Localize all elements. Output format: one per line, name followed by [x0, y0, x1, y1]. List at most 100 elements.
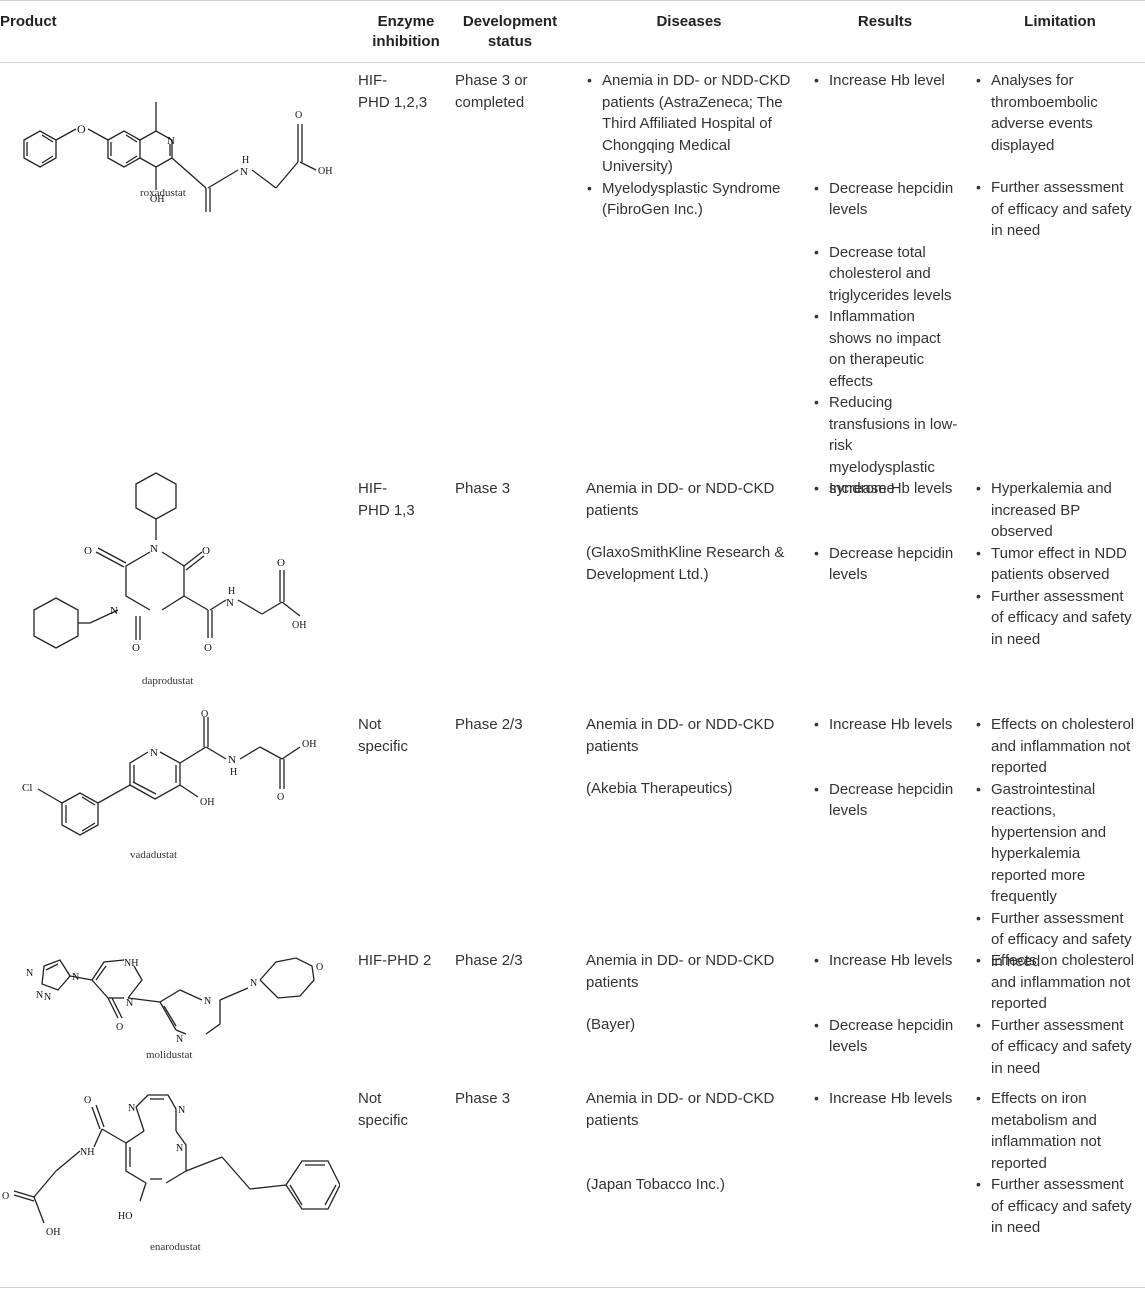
list-item: Increase Hb levels [813, 950, 958, 972]
header-results: Results [857, 13, 913, 30]
atom-label: N [150, 543, 158, 555]
list-item: Further assessment of efficacy and safet… [975, 1015, 1140, 1080]
atom-label: OH [302, 739, 316, 750]
results-list: Increase Hb level Decrease hepcidin leve… [813, 70, 958, 500]
status-line: Phase 3 [455, 480, 511, 497]
atom-label: O [84, 545, 92, 557]
compound-name-daprodustat: daprodustat [142, 675, 194, 687]
diseases-cell: Anemia in DD- or NDD-CKD patients (Bayer… [586, 950, 792, 1036]
limitation-list: Effects on cholesterol and inflammation … [975, 714, 1140, 972]
atom-label: O [77, 122, 86, 136]
atom-label: H [228, 586, 235, 597]
enzyme-cell: Not specific [358, 714, 408, 757]
disease-text: Anemia in DD- or NDD-CKD patients [586, 480, 775, 519]
roxadustat-structure: O N OH N H O O OH [23, 102, 332, 212]
disease-text: Anemia in DD- or NDD-CKD patients [586, 952, 775, 991]
atom-label: O [277, 557, 285, 569]
header-enzyme-line1: Enzyme [377, 13, 435, 30]
enzyme-line: Not [358, 716, 382, 733]
compound-name-roxadustat: roxadustat [140, 187, 186, 199]
atom-label: NH [80, 1147, 94, 1158]
atom-label: OH [150, 194, 164, 205]
atom-label: O [116, 1022, 123, 1033]
diseases-cell: Anemia in DD- or NDD-CKD patients (Akebi… [586, 714, 792, 800]
limitation-list: Analyses for thromboembolic adverse even… [975, 70, 1140, 242]
results-list: Increase Hb levels Decrease hepcidin lev… [813, 950, 958, 1058]
atom-label: Cl [22, 782, 32, 794]
enzyme-cell: HIF- PHD 1,3 [358, 478, 415, 521]
list-item: Myelodysplastic Syndrome (FibroGen Inc.) [586, 178, 792, 221]
atom-label: OH [292, 620, 306, 631]
atom-label: O [277, 792, 284, 803]
atom-label: N [204, 996, 211, 1007]
atom-label: N [26, 968, 33, 979]
status-line: Phase 2/3 [455, 716, 523, 733]
atom-label: HO [118, 1211, 132, 1222]
vadadustat-structure: Cl N OH O N H OH O [22, 709, 316, 836]
list-item: Effects on cholesterol and inflammation … [975, 950, 1140, 1015]
atom-label: N [240, 166, 248, 178]
enzyme-line: PHD 1,2,3 [358, 93, 428, 111]
header-status-line2: status [487, 33, 533, 50]
list-item: Gastrointestinal reactions, hypertension… [975, 779, 1140, 908]
list-item: Analyses for thromboembolic adverse even… [975, 70, 1140, 156]
atom-label: N [150, 747, 158, 759]
atom-label: H [230, 767, 237, 778]
list-item: Decrease total cholesterol and triglycer… [813, 242, 958, 307]
atom-label: N [167, 135, 175, 147]
atom-label: N [250, 978, 257, 989]
status-line: Phase 3 or [455, 72, 528, 89]
limitation-list: Hyperkalemia and increased BP observed T… [975, 478, 1140, 650]
atom-label: N [176, 1143, 183, 1154]
atom-label: O [132, 642, 140, 654]
atom-label: O [2, 1191, 9, 1202]
disease-text: (Bayer) [586, 1016, 636, 1033]
atom-label: O [202, 545, 210, 557]
list-item: Increase Hb levels [813, 1088, 958, 1110]
limitation-list: Effects on iron metabolism and inflammat… [975, 1088, 1140, 1239]
atom-label: OH [200, 797, 214, 808]
atom-label: N [128, 1103, 135, 1114]
atom-label: N [44, 992, 51, 1003]
atom-label: N [72, 972, 79, 983]
atom-label: N [110, 605, 118, 617]
status-cell: Phase 3 [455, 478, 510, 500]
enzyme-line: HIF- [358, 72, 388, 89]
list-item: Decrease hepcidin levels [813, 1015, 958, 1058]
atom-label: N [226, 597, 234, 609]
atom-label: OH [318, 166, 332, 177]
header-enzyme-line2: inhibition [372, 33, 440, 50]
atom-label: N [176, 1034, 183, 1045]
list-item: Inflammation shows no impact on therapeu… [813, 306, 958, 392]
compound-name-enarodustat: enarodustat [150, 1241, 201, 1253]
atom-label: O [316, 962, 323, 973]
list-item: Effects on cholesterol and inflammation … [975, 714, 1140, 779]
molidustat-structure: N N N N NH N O N N N O [26, 957, 323, 1045]
disease-text: (Japan Tobacco Inc.) [586, 1176, 725, 1193]
atom-label: O [201, 709, 208, 720]
daprodustat-structure: N O O N O O N H O OH [33, 472, 306, 654]
enarodustat-structure: N N N O NH O HO OH [2, 1094, 340, 1238]
atom-label: O [84, 1095, 91, 1106]
status-line: Phase 3 [455, 1090, 511, 1107]
disease-text: Anemia in DD- or NDD-CKD patients [586, 1090, 775, 1129]
header-diseases: Diseases [656, 13, 722, 30]
compound-name-vadadustat: vadadustat [130, 849, 178, 861]
table-top-rule [0, 0, 1145, 1]
diseases-cell: Anemia in DD- or NDD-CKD patients (Glaxo… [586, 478, 792, 585]
enzyme-cell: Not specific [358, 1088, 408, 1131]
list-item: Tumor effect in NDD patients observed [975, 543, 1140, 586]
atom-label: N [178, 1105, 185, 1116]
status-line: completed [455, 93, 525, 111]
enzyme-cell: HIF-PHD 2 [358, 950, 431, 972]
diseases-list: Anemia in DD- or NDD-CKD patients (Astra… [586, 70, 792, 221]
atom-label: N [36, 990, 43, 1001]
enzyme-line: specific [358, 737, 409, 755]
list-item: Increase Hb level [813, 70, 958, 92]
list-item: Effects on iron metabolism and inflammat… [975, 1088, 1140, 1174]
list-item: Increase Hb levels [813, 478, 958, 500]
enzyme-line: HIF-PHD 2 [358, 952, 432, 969]
status-cell: Phase 3 or completed [455, 70, 528, 113]
enzyme-line: specific [358, 1111, 409, 1129]
atom-label: N [126, 998, 133, 1009]
